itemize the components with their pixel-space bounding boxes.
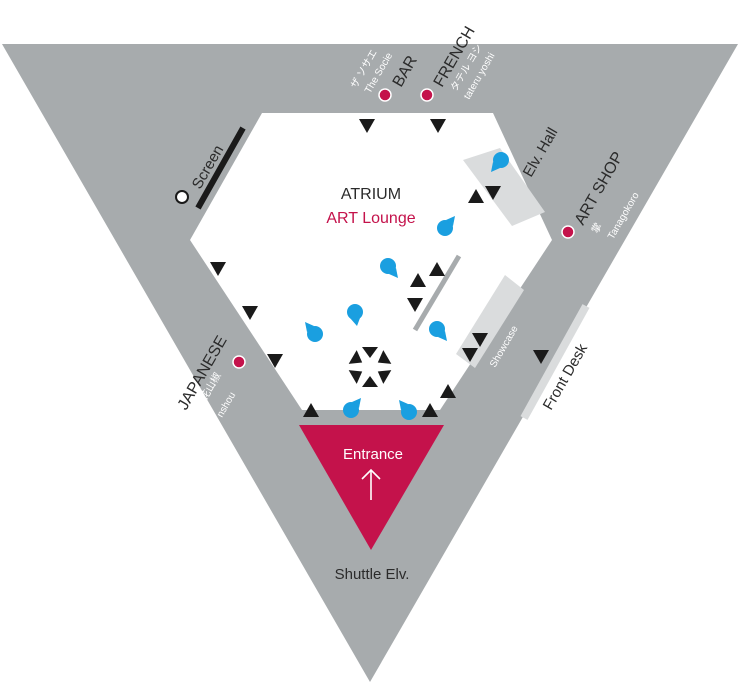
screen-bar bbox=[195, 126, 246, 210]
triangle-seat-icon bbox=[430, 119, 446, 133]
sculpture-segment bbox=[377, 370, 392, 384]
triangle-seat-icon bbox=[440, 384, 456, 398]
speech-pin-icon[interactable] bbox=[347, 304, 363, 326]
triangle-seat-icon bbox=[303, 403, 319, 417]
hexagon-sculpture-icon bbox=[348, 347, 392, 387]
sculpture-segment bbox=[348, 350, 363, 364]
screen-dot-icon bbox=[175, 190, 189, 204]
entrance-label[interactable]: Entrance bbox=[343, 446, 403, 463]
arrow-up-icon bbox=[361, 468, 381, 500]
triangle-seat-icon bbox=[422, 403, 438, 417]
triangle-seat-icon bbox=[533, 350, 549, 364]
showcase-panel bbox=[456, 275, 524, 368]
speech-pin-icon[interactable] bbox=[429, 321, 447, 341]
triangle-seat-icon bbox=[407, 298, 423, 312]
speech-pin-icon[interactable] bbox=[305, 322, 323, 342]
front-desk-bar bbox=[520, 304, 590, 420]
elv-hall-panel bbox=[463, 148, 545, 226]
seat-group bbox=[210, 119, 549, 417]
triangle-seat-icon bbox=[485, 186, 501, 200]
sculpture-segment bbox=[348, 370, 363, 384]
french-location-dot-icon[interactable] bbox=[420, 88, 434, 102]
speech-pin-icon[interactable] bbox=[380, 258, 398, 278]
sculpture-segment bbox=[362, 376, 378, 387]
speech-pin-icon[interactable] bbox=[399, 400, 417, 420]
shuttle-elv-label: Shuttle Elv. bbox=[335, 566, 410, 583]
atrium-title: ATRIUM bbox=[341, 186, 401, 203]
triangle-seat-icon bbox=[410, 273, 426, 287]
triangle-seat-icon bbox=[267, 354, 283, 368]
pin-group bbox=[305, 152, 509, 420]
triangle-seat-icon bbox=[359, 119, 375, 133]
triangle-seat-icon bbox=[468, 189, 484, 203]
atrium-floor bbox=[190, 113, 552, 410]
atrium-subtitle: ART Lounge bbox=[326, 210, 415, 227]
bar-location-dot-icon[interactable] bbox=[378, 88, 392, 102]
triangle-seat-icon bbox=[462, 348, 478, 362]
triangle-seat-icon bbox=[429, 262, 445, 276]
triangle-seat-icon bbox=[210, 262, 226, 276]
japanese-location-dot-icon[interactable] bbox=[232, 355, 246, 369]
sculpture-segment bbox=[362, 347, 378, 358]
triangle-seat-icon bbox=[242, 306, 258, 320]
art-shop-location-dot-icon[interactable] bbox=[561, 225, 575, 239]
speech-pin-icon[interactable] bbox=[343, 398, 361, 418]
triangle-seat-icon bbox=[472, 333, 488, 347]
speech-pin-icon[interactable] bbox=[491, 152, 509, 172]
atrium-divider bbox=[412, 254, 462, 332]
sculpture-segment bbox=[377, 350, 392, 364]
speech-pin-icon[interactable] bbox=[437, 216, 455, 236]
